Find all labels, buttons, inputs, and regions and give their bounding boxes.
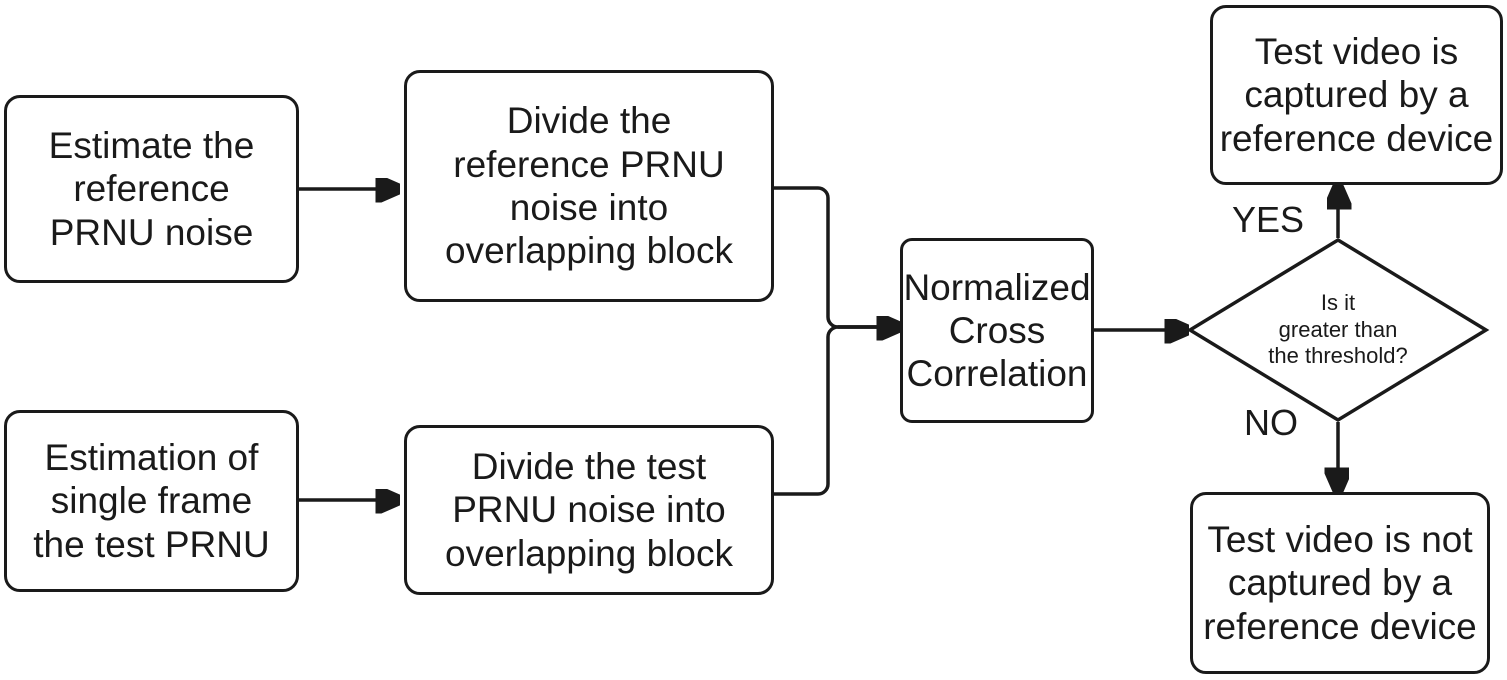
edge-divtest-to-merge xyxy=(774,325,880,496)
diamond-shape xyxy=(1186,237,1490,423)
node-decision-threshold-label: Is it greater than the threshold? xyxy=(1268,290,1408,369)
edge-label-yes: YES xyxy=(1232,199,1305,240)
edge-divref-to-merge xyxy=(774,186,880,329)
node-result-captured[interactable]: Test video is captured by a reference de… xyxy=(1210,5,1503,185)
node-result-not-captured-label: Test video is not captured by a referenc… xyxy=(1203,519,1477,647)
node-divide-reference-prnu-label: Divide the reference PRNU noise into ove… xyxy=(445,100,733,272)
node-estimate-test-prnu[interactable]: Estimation of single frame the test PRNU xyxy=(4,410,299,592)
node-result-captured-label: Test video is captured by a reference de… xyxy=(1219,31,1494,159)
node-estimate-reference-prnu-label: Estimate the reference PRNU noise xyxy=(48,125,255,253)
node-decision-threshold[interactable]: Is it greater than the threshold? xyxy=(1186,237,1490,423)
node-divide-test-prnu[interactable]: Divide the test PRNU noise into overlapp… xyxy=(404,425,774,595)
node-normalized-cross-correlation-label: Normalized Cross Correlation xyxy=(903,266,1091,395)
edge-label-no: NO xyxy=(1244,402,1298,443)
node-estimate-test-prnu-label: Estimation of single frame the test PRNU xyxy=(33,437,270,565)
node-result-not-captured[interactable]: Test video is not captured by a referenc… xyxy=(1190,492,1490,674)
node-normalized-cross-correlation[interactable]: Normalized Cross Correlation xyxy=(900,238,1094,423)
node-divide-reference-prnu[interactable]: Divide the reference PRNU noise into ove… xyxy=(404,70,774,302)
node-estimate-reference-prnu[interactable]: Estimate the reference PRNU noise xyxy=(4,95,299,283)
node-divide-test-prnu-label: Divide the test PRNU noise into overlapp… xyxy=(445,446,733,574)
